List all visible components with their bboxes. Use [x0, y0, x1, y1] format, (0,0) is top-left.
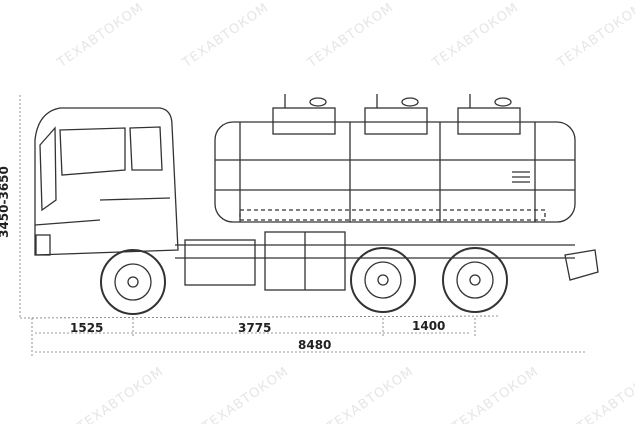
dimension-lines — [19, 95, 585, 358]
height-dimension: 3450-3650 — [0, 166, 11, 238]
wheelbase-dimension: 3775 — [238, 321, 272, 335]
rear-wheel-2 — [442, 247, 508, 313]
chassis — [175, 231, 599, 291]
tank — [214, 94, 576, 223]
axle-spacing-dimension: 1400 — [412, 319, 446, 333]
front-overhang-dimension: 1525 — [70, 321, 104, 335]
front-wheel — [100, 249, 166, 315]
cab — [34, 107, 179, 256]
total-length-dimension: 8480 — [298, 338, 332, 352]
rear-wheel-1 — [350, 247, 416, 313]
